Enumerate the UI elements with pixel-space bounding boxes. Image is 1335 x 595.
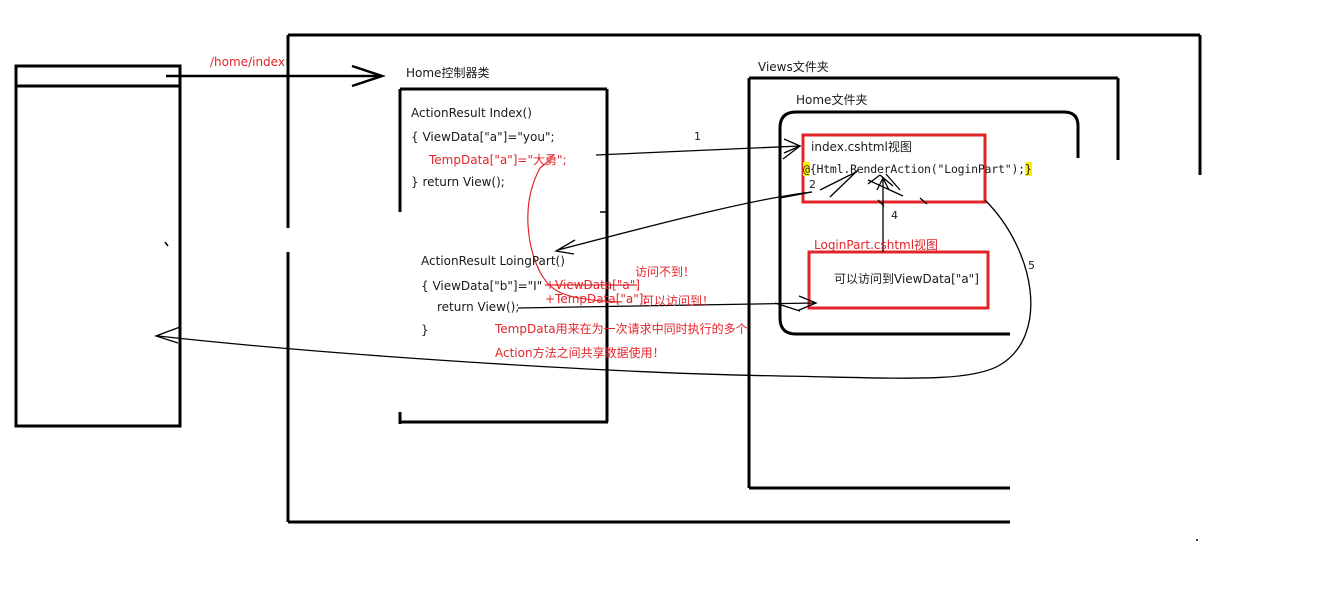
step-number-2: 2 (809, 178, 816, 191)
index-action-tempdata-line: TempData["a"]="大勇"; (429, 153, 567, 167)
views-folder-box (747, 76, 1120, 490)
application-frame (286, 33, 1202, 524)
part-action-signature: ActionResult LoingPart() (421, 254, 565, 268)
can-access-note: 可以访问到！ (642, 294, 715, 308)
part-action-viewdata-red: +ViewData["a"] (545, 278, 640, 292)
arrow-step-1 (595, 138, 802, 160)
part-action-close: } (421, 323, 429, 337)
razor-open-brace: { (809, 162, 817, 176)
razor-at-symbol: @ (803, 162, 810, 176)
browser-window (14, 64, 182, 428)
arrow-step-3 (517, 295, 818, 312)
tempdata-flow-curve (527, 167, 623, 303)
request-url-label: /home/index (210, 55, 285, 69)
part-action-line1: { ViewData["b"]="I" (421, 279, 543, 293)
step-number-4: 4 (891, 209, 898, 222)
tempdata-note-line2: Action方法之间共享数据使用！ (495, 346, 665, 360)
render-action-code: @{Html.RenderAction("LoginPart");} (803, 162, 1032, 176)
controller-box (398, 87, 609, 424)
arrow-step-5 (154, 199, 1032, 379)
home-folder-box (778, 110, 1080, 336)
arrow-step-2 (554, 169, 904, 255)
part-action-tempdata-red: +TempData["a"]; (545, 292, 648, 306)
step-number-5: 5 (1028, 259, 1035, 272)
index-action-return: } return View(); (411, 175, 505, 189)
part-action-return: return View(); (437, 300, 520, 314)
home-folder-title: Home文件夹 (796, 93, 868, 107)
tempdata-note-line1: TempData用来在为一次请求中同时执行的多个 (495, 322, 748, 336)
login-view-content: 可以访问到ViewData["a"] (834, 272, 979, 286)
controller-title: Home控制器类 (406, 66, 490, 80)
stray-marks (164, 211, 1198, 541)
arrow-step-4 (876, 176, 928, 252)
index-view-title: index.cshtml视图 (811, 140, 912, 154)
views-folder-title: Views文件夹 (758, 60, 829, 74)
login-part-view-box (807, 250, 990, 310)
index-action-signature: ActionResult Index() (411, 106, 532, 120)
no-access-note: 访问不到！ (635, 265, 696, 279)
request-arrow (166, 64, 386, 88)
login-view-title: LoginPart.cshtml视图 (814, 238, 939, 252)
tempdata-flow-tail (539, 159, 551, 169)
razor-close-brace: } (1024, 162, 1032, 176)
index-action-line1: { ViewData["a"]="you"; (411, 130, 555, 144)
step-number-1: 1 (694, 130, 701, 143)
render-action-call: Html.RenderAction("LoginPart"); (816, 162, 1025, 176)
